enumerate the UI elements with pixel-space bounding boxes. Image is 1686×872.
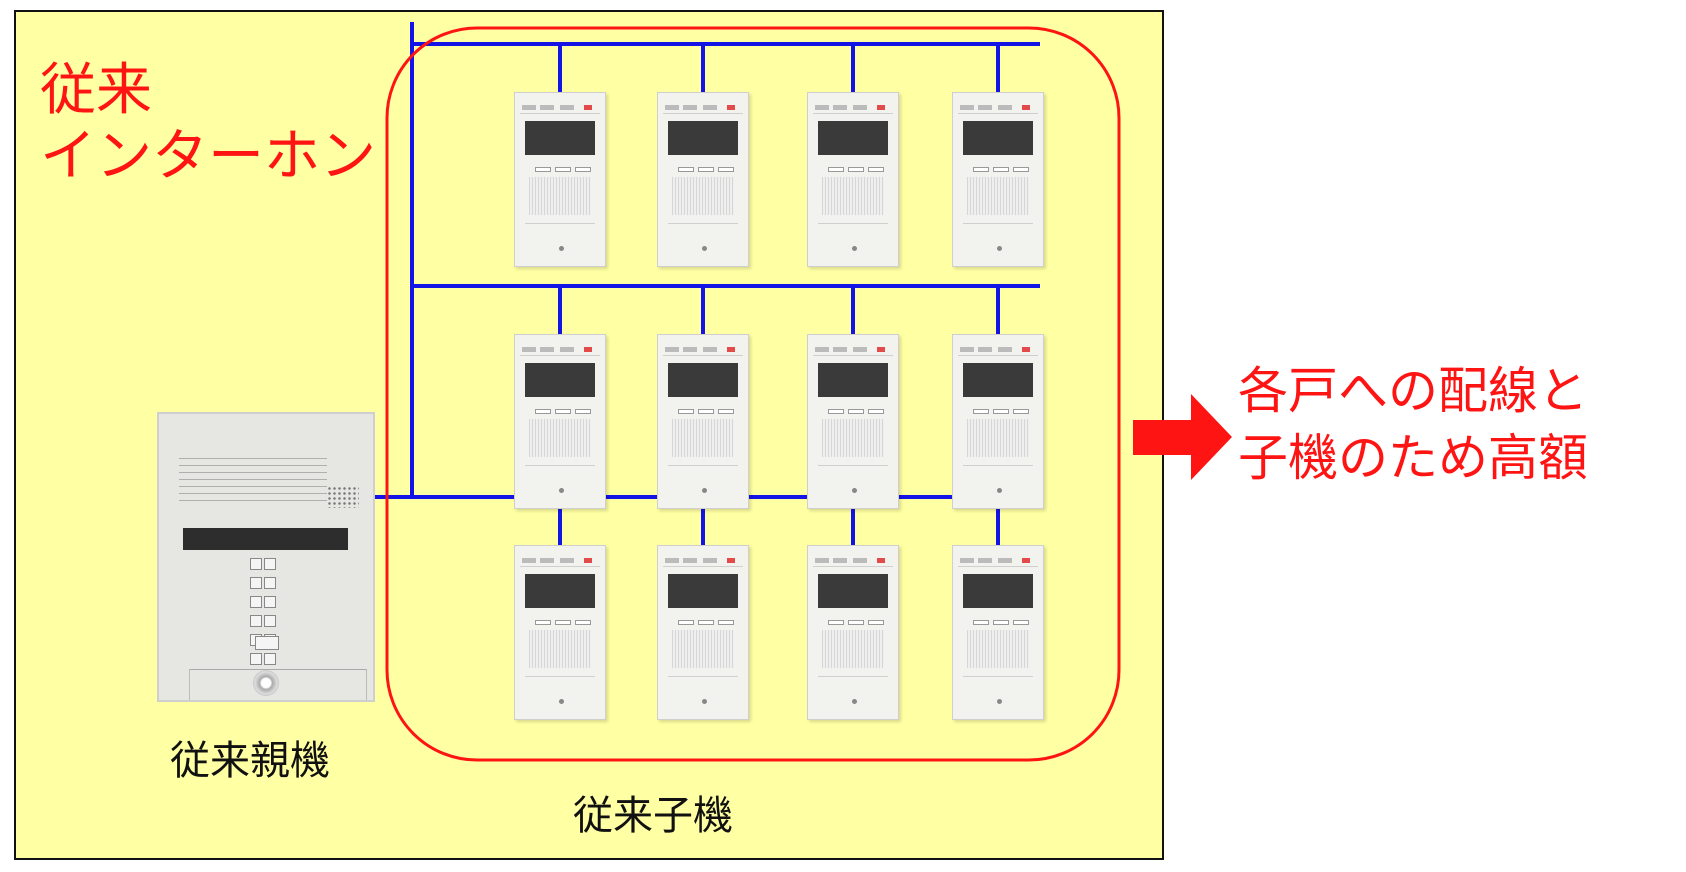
unit-screen: [525, 574, 595, 608]
parent-unit-panel: [157, 412, 375, 702]
speaker-grill: [822, 177, 884, 215]
indicator-icon: [852, 488, 857, 493]
unit-screen: [668, 363, 738, 397]
parent-unit-label: 従来親機: [170, 738, 330, 784]
child-unit: [952, 92, 1044, 267]
unit-screen: [525, 121, 595, 155]
unit-screen: [818, 574, 888, 608]
title-line-1: 従来: [40, 58, 152, 123]
unit-screen: [963, 363, 1033, 397]
child-units-highlight: [385, 26, 1121, 762]
unit-screen: [668, 574, 738, 608]
indicator-icon: [559, 488, 564, 493]
child-unit: [952, 334, 1044, 509]
child-unit: [807, 92, 899, 267]
cost-note-line-2: 子機のため高額: [1238, 429, 1588, 487]
unit-screen: [818, 121, 888, 155]
speaker-grill: [529, 630, 591, 668]
diagram-title: 従来インターホン: [40, 58, 376, 190]
indicator-icon: [559, 246, 564, 251]
drop-wires: [558, 44, 1000, 545]
indicator-icon: [852, 246, 857, 251]
indicator-icon: [702, 246, 707, 251]
child-unit: [952, 545, 1044, 720]
unit-screen: [668, 121, 738, 155]
speaker-grill: [529, 177, 591, 215]
panel-base: [189, 669, 367, 700]
speaker-grill: [967, 419, 1029, 457]
indicator-icon: [997, 699, 1002, 704]
display-window: [183, 528, 348, 550]
child-unit: [807, 545, 899, 720]
keypad: [249, 556, 289, 670]
speaker-grill: [967, 177, 1029, 215]
camera-lens-icon: [253, 670, 279, 696]
speaker-grill: [822, 419, 884, 457]
cost-note-line-1: 各戸への配線と: [1238, 362, 1588, 420]
indicator-icon: [997, 246, 1002, 251]
unit-screen: [525, 363, 595, 397]
indicator-icon: [702, 488, 707, 493]
call-key: [255, 636, 279, 650]
title-line-2: インターホン: [40, 124, 376, 189]
speaker-grill: [967, 630, 1029, 668]
cost-note: 各戸への配線と子機のため高額: [1238, 358, 1588, 492]
indicator-icon: [702, 699, 707, 704]
indicator-icon: [559, 699, 564, 704]
child-unit: [514, 334, 606, 509]
speaker-grill: [327, 486, 359, 508]
indicator-icon: [997, 488, 1002, 493]
speaker-grill: [529, 419, 591, 457]
child-unit: [657, 545, 749, 720]
instruction-plate: [179, 458, 327, 502]
unit-screen: [963, 574, 1033, 608]
child-units-label: 従来子機: [573, 793, 733, 839]
indicator-icon: [852, 699, 857, 704]
child-unit: [514, 545, 606, 720]
child-unit: [807, 334, 899, 509]
child-unit: [657, 334, 749, 509]
speaker-grill: [672, 419, 734, 457]
speaker-grill: [672, 630, 734, 668]
result-arrow-icon: [1133, 394, 1232, 480]
unit-screen: [963, 121, 1033, 155]
child-unit: [514, 92, 606, 267]
child-unit: [657, 92, 749, 267]
speaker-grill: [822, 630, 884, 668]
speaker-grill: [672, 177, 734, 215]
unit-screen: [818, 363, 888, 397]
